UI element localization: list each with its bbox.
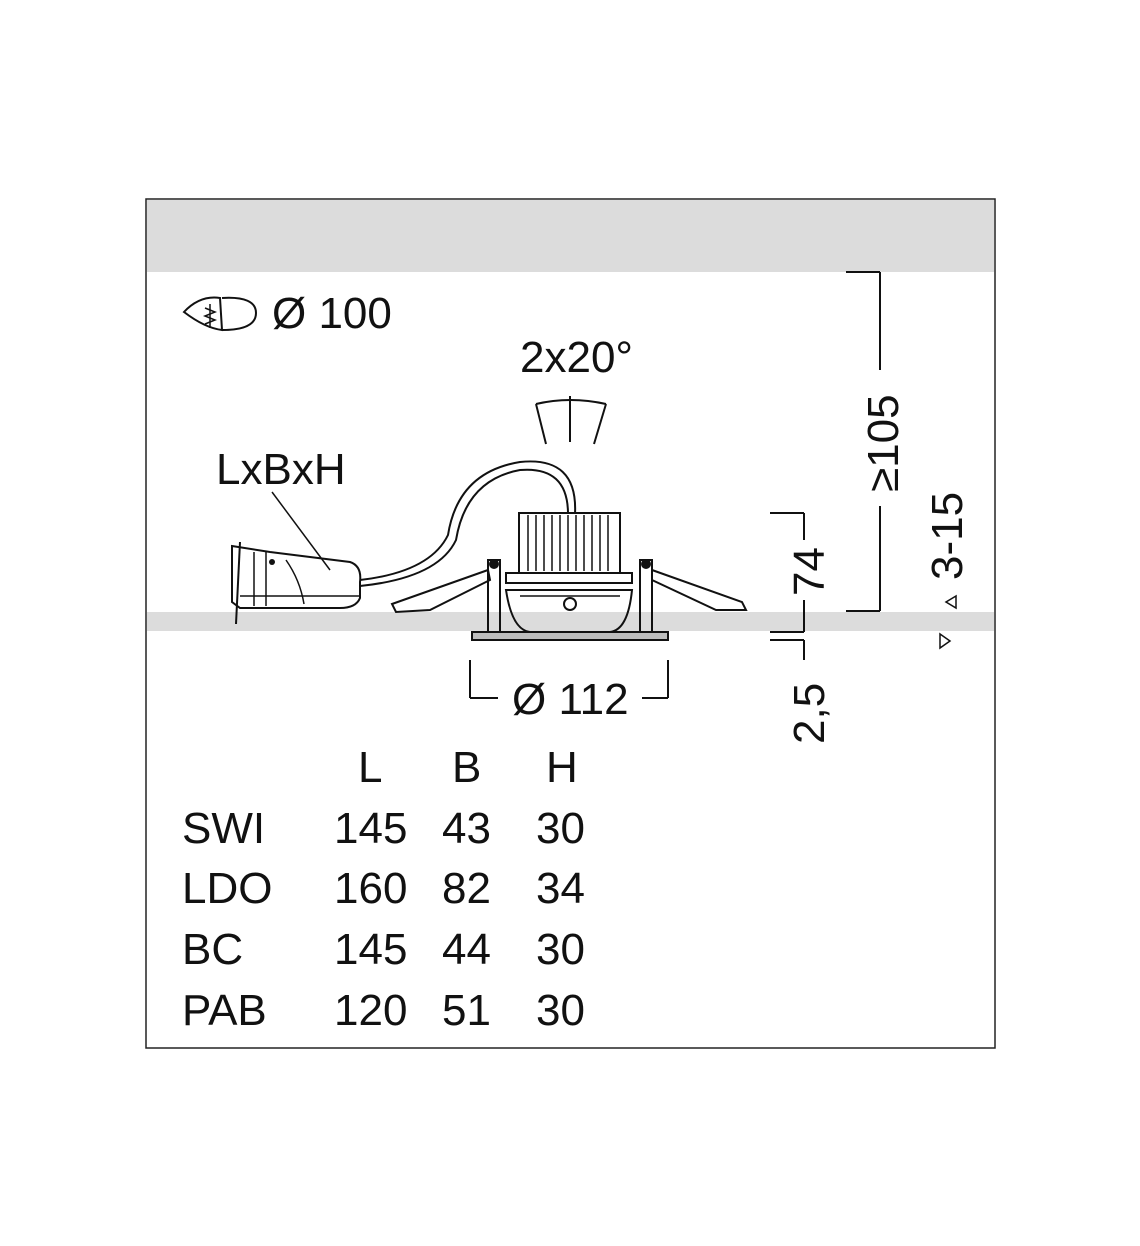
tilt-angle-symbol xyxy=(535,396,607,445)
table-row-name: BC xyxy=(182,925,243,974)
diameter-dimension xyxy=(469,660,669,699)
cutout-diameter-label: Ø 100 xyxy=(272,289,392,338)
drawing-frame xyxy=(145,198,996,1049)
table-cell: 30 xyxy=(536,925,585,974)
flange-dimension xyxy=(770,631,805,660)
top-band xyxy=(147,200,994,272)
table-cell: 34 xyxy=(536,864,585,913)
depth-label: ≥105 xyxy=(859,394,908,492)
driver-size-table: L B H SWI 145 43 30 LDO 160 82 34 BC 145… xyxy=(182,743,585,1035)
table-cell: 43 xyxy=(442,804,491,853)
table-header-b: B xyxy=(452,743,481,792)
diameter-label: Ø 112 xyxy=(512,675,629,724)
ceiling-band xyxy=(147,612,994,631)
driver-box xyxy=(231,541,362,625)
height-label: 74 xyxy=(785,547,834,596)
table-cell: 145 xyxy=(334,925,407,974)
table-cell: 30 xyxy=(536,804,585,853)
ceiling-thickness-label: 3-15 xyxy=(923,492,972,580)
table-cell: 120 xyxy=(334,986,407,1035)
connecting-cable xyxy=(359,460,577,581)
table-row-name: PAB xyxy=(182,986,267,1035)
table-row-name: SWI xyxy=(182,804,265,853)
luminaire-body xyxy=(390,512,748,641)
table-header-l: L xyxy=(358,743,382,792)
height-dimension xyxy=(770,512,805,632)
driver-size-label: LxBxH xyxy=(216,445,346,494)
ceiling-cutout-icon xyxy=(182,296,258,332)
flange-label: 2,5 xyxy=(785,683,834,744)
table-header-h: H xyxy=(546,743,578,792)
depth-dimension xyxy=(846,271,881,612)
table-row-name: LDO xyxy=(182,864,272,913)
table-cell: 145 xyxy=(334,804,407,853)
table-cell: 82 xyxy=(442,864,491,913)
table-cell: 51 xyxy=(442,986,491,1035)
table-cell: 160 xyxy=(334,864,407,913)
table-cell: 44 xyxy=(442,925,491,974)
tilt-angle-label: 2x20° xyxy=(520,333,633,382)
flange xyxy=(471,631,669,641)
ceiling-thickness-markers xyxy=(939,594,957,650)
table-cell: 30 xyxy=(536,986,585,1035)
driver-leader-line xyxy=(271,491,331,571)
